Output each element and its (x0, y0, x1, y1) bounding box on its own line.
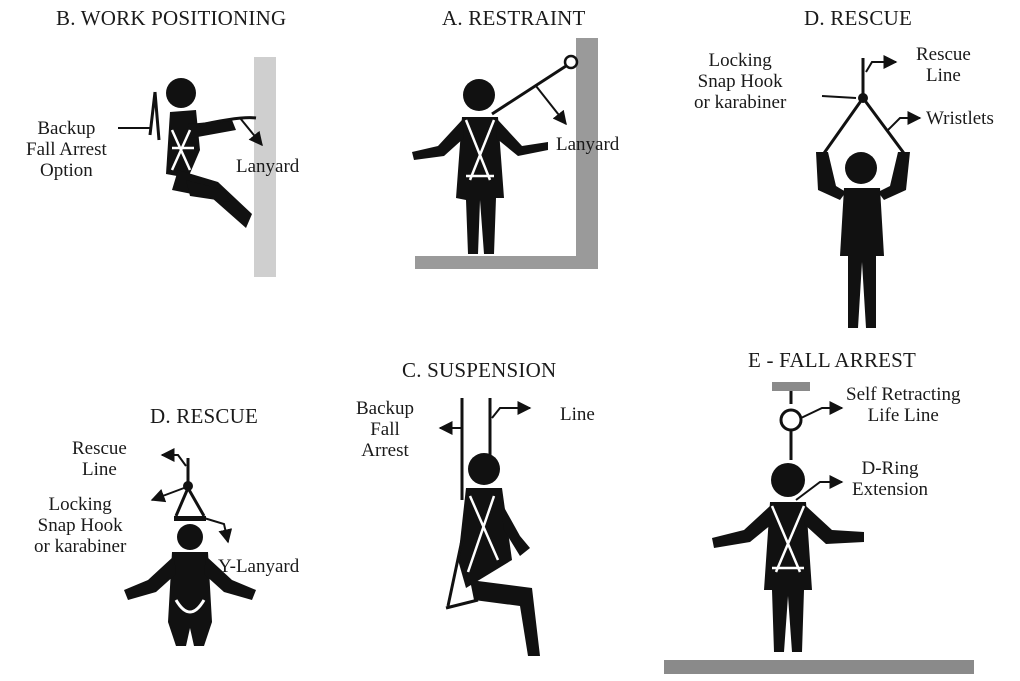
y-lanyard (174, 487, 206, 517)
worker-body (168, 552, 212, 646)
label-line: Line (926, 65, 961, 86)
line-pointer (491, 401, 532, 419)
spreader-bar (174, 516, 206, 521)
worker-body (840, 188, 884, 328)
y-lanyard-pointer (203, 517, 233, 544)
rescue-top-wristlets-label: Wristlets (926, 108, 994, 129)
label-line: Locking (708, 50, 772, 71)
harness-straps (170, 129, 194, 171)
restraint-lanyard (491, 64, 567, 116)
work-positioning-title: B. WORK POSITIONING (56, 6, 287, 30)
label-line: Backup (37, 118, 96, 139)
rescue-bottom-snap-hook-label: Locking Snap Hook or karabiner (34, 494, 126, 557)
restraint-lanyard-label: Lanyard (556, 134, 620, 155)
suspension-title: C. SUSPENSION (402, 358, 557, 382)
rescue-line-pointer (160, 448, 187, 467)
self-retracting-device (779, 408, 803, 432)
harness-straps (174, 599, 206, 614)
work-positioning-figure (118, 57, 276, 277)
wristlets-pointer (887, 111, 922, 131)
rescue-top-snap-hook-label: Locking Snap Hook or karabiner (694, 50, 786, 113)
worker-body (764, 502, 812, 652)
suspension-figure (438, 398, 540, 656)
label-line: or karabiner (694, 92, 787, 113)
worker-arm (500, 500, 530, 556)
rescue-bottom-rescue-line-label: Rescue Line (72, 438, 127, 480)
harness-straps (464, 119, 496, 181)
worker-legs (470, 580, 540, 656)
dring-pointer (795, 475, 844, 501)
label-line: Fall (370, 419, 400, 440)
snap-hook-leader (821, 95, 857, 99)
fall-arrest-srl-label: Self Retracting Life Line (846, 384, 961, 426)
work-positioning-lanyard-label: Lanyard (236, 156, 300, 177)
worker-arms (412, 120, 548, 160)
rescue-top-figure (816, 55, 922, 328)
suspension-backup-label: Backup Fall Arrest (356, 398, 414, 461)
rescue-bottom-title: D. RESCUE (150, 404, 258, 428)
label-line: D-Ring (861, 458, 919, 479)
rescue-top-rescue-line-label: Rescue Line (916, 44, 971, 86)
label-line: Arrest (361, 440, 409, 461)
rescue-bottom-figure (124, 448, 256, 646)
lanyard-pointer (535, 85, 567, 126)
restraint-title: A. RESTRAINT (442, 6, 586, 30)
overhead-anchor (772, 382, 810, 391)
label-line: Life Line (867, 405, 939, 426)
anchor-ring (563, 54, 579, 70)
work-positioning-backup-label: Backup Fall Arrest Option (26, 118, 107, 181)
rescue-top-title: D. RESCUE (804, 6, 912, 30)
worker-head (166, 78, 196, 108)
fall-arrest-dring-label: D-Ring Extension (852, 458, 928, 500)
worker-torso (458, 488, 512, 588)
harness-straps (770, 505, 806, 573)
suspension-lines (460, 398, 492, 500)
label-line: Extension (852, 479, 928, 500)
snap-hook-pointer (150, 487, 185, 503)
wall-pole (254, 57, 276, 277)
fall-arrest-figure (664, 382, 974, 674)
worker-head (177, 524, 203, 550)
restraint-wall (576, 38, 598, 268)
worker-arms (124, 556, 256, 600)
worker-head (845, 152, 877, 184)
label-line: Snap Hook (37, 515, 123, 536)
worker-arms (816, 152, 910, 200)
suspension-line-label: Line (560, 404, 595, 425)
restraint-figure (412, 38, 598, 269)
label-line: Rescue (916, 44, 971, 65)
rescue-line-pointer (865, 55, 898, 73)
worker-leg-lower (186, 180, 230, 202)
label-line: Self Retracting (846, 384, 961, 405)
label-line: Line (82, 459, 117, 480)
worker-head (468, 453, 500, 485)
label-line: Option (39, 160, 93, 181)
harness-straps (466, 495, 500, 573)
fall-arrest-title: E - FALL ARREST (748, 348, 917, 372)
rescue-bottom-y-lanyard-label: Y-Lanyard (218, 556, 300, 577)
label-line: Snap Hook (697, 71, 783, 92)
label-line: or karabiner (34, 536, 127, 557)
label-line: Locking (48, 494, 112, 515)
worker-arms (712, 506, 864, 548)
lanyard-pointer (239, 117, 263, 147)
restraint-floor (415, 256, 598, 269)
worker-head (771, 463, 805, 497)
worker-body (456, 117, 504, 254)
backup-lanyard-line (148, 91, 161, 141)
label-line: Rescue (72, 438, 127, 459)
positioning-lanyard (195, 116, 257, 128)
bosun-seat (445, 539, 479, 610)
wristlet-straps (820, 97, 908, 157)
fall-arrest-floor (664, 660, 974, 674)
worker-head (463, 79, 495, 111)
srl-pointer (800, 401, 844, 419)
snap-hook (183, 481, 193, 491)
label-line: Backup (356, 398, 415, 419)
label-line: Fall Arrest (26, 139, 107, 160)
